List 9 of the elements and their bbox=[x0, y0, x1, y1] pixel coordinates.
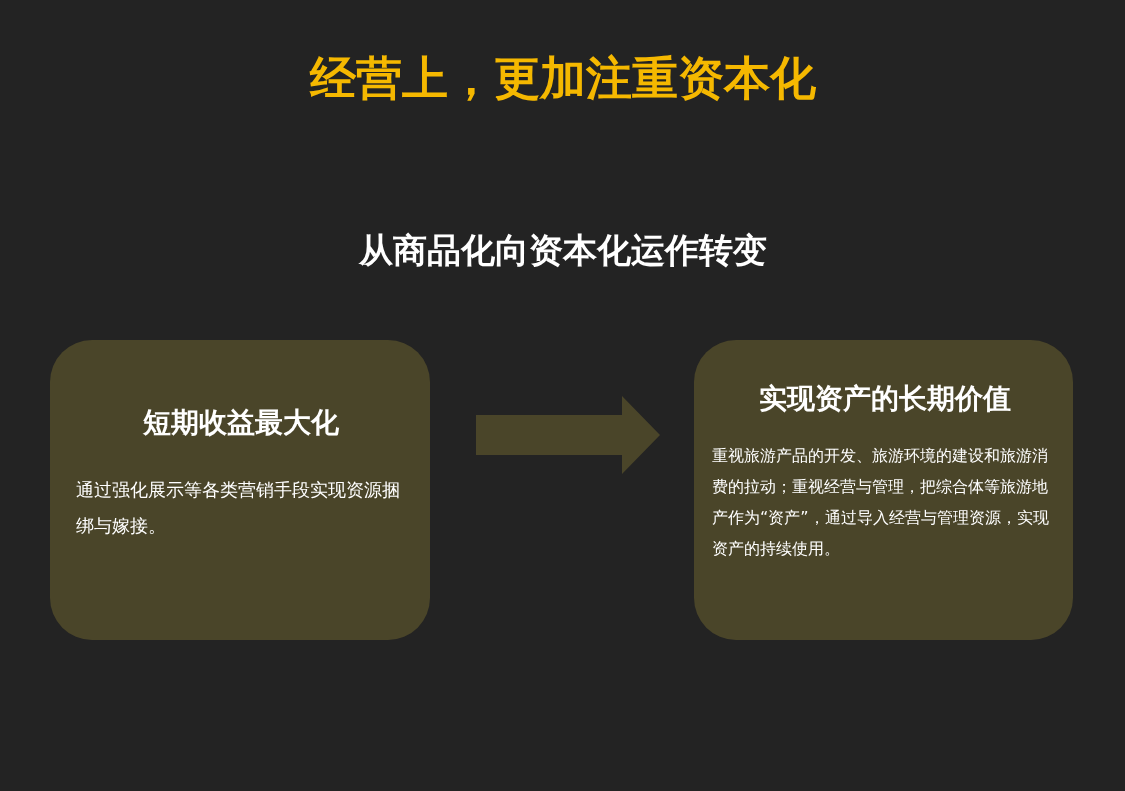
box-text: 重视旅游产品的开发、旅游环境的建设和旅游消费的拉动；重视经营与管理，把综合体等旅游地产作为“资产”，通过导入经营与管理资源，实现资产的持续使用。 bbox=[712, 445, 1050, 560]
rounded-box bbox=[694, 340, 1073, 640]
block-arrow bbox=[476, 396, 660, 474]
box-text: 通过强化展示等各类营销手段实现资源捆绑与嫁接。 bbox=[76, 478, 401, 538]
rounded-box bbox=[50, 340, 430, 640]
box-heading: 实现资产的长期价值 bbox=[757, 381, 1012, 417]
box-heading: 短期收益最大化 bbox=[142, 405, 340, 441]
page-title: 经营上，更加注重资本化 bbox=[308, 50, 817, 107]
subtitle: 从商品化向资本化运作转变 bbox=[357, 229, 768, 272]
